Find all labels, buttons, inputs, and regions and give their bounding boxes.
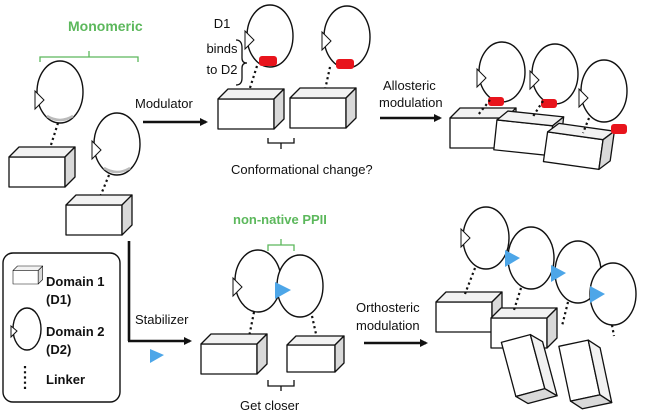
domain1-box <box>558 337 613 412</box>
domain1-box <box>200 333 268 375</box>
linker <box>531 100 544 119</box>
domain2-oval <box>531 43 579 105</box>
binding-site-red <box>336 59 354 69</box>
allosteric-label-1: Allosteric <box>383 78 436 93</box>
monomeric-brace <box>39 51 139 62</box>
linker <box>98 174 111 198</box>
domain2-oval <box>323 5 371 69</box>
modulator-label: Modulator <box>135 96 193 111</box>
linker <box>247 311 256 338</box>
stabilizer-bound-triangle <box>275 282 291 299</box>
stabilizer-bound-triangle <box>590 286 605 303</box>
orthosteric-label-1: Orthosteric <box>356 300 420 315</box>
bound-unit-2 <box>289 5 371 129</box>
get-closer-label: Get closer <box>240 398 300 413</box>
get-closer-brace <box>267 380 295 391</box>
stabilizer-triangle <box>150 349 164 363</box>
legend-domain2-label-1: Domain 2 <box>46 324 105 339</box>
linker <box>323 66 332 91</box>
allosteric-label-2: modulation <box>379 95 443 110</box>
orthosteric-label-2: modulation <box>356 318 420 333</box>
monomer-2 <box>65 112 141 236</box>
legend-domain1-label-1: Domain 1 <box>46 274 105 289</box>
monomer-1 <box>8 60 84 188</box>
linker <box>463 267 477 295</box>
linker <box>477 99 491 116</box>
binding-site-red <box>611 124 627 134</box>
linker <box>48 122 60 149</box>
domain1-box <box>289 87 357 129</box>
ppii-brace <box>267 239 295 251</box>
legend-domain1-box <box>12 265 43 285</box>
conformational-brace <box>267 138 295 149</box>
d1-binds-label-3: to D2 <box>206 62 237 77</box>
monomeric-label: Monomeric <box>68 18 143 34</box>
domain1-box <box>542 121 616 172</box>
domain1-box <box>286 335 345 373</box>
bound-unit-1 <box>217 4 294 130</box>
linker <box>560 301 570 327</box>
linker <box>247 65 259 92</box>
domain2-oval <box>234 249 282 313</box>
legend-frame <box>2 252 121 403</box>
legend-domain1-label-2: (D1) <box>46 292 71 307</box>
stabilizer-label: Stabilizer <box>135 312 189 327</box>
domain1-box <box>65 194 133 236</box>
linker <box>512 287 523 311</box>
d1-binds-label-2: binds <box>206 41 238 56</box>
domain1-box <box>217 88 285 130</box>
legend-domain2-label-2: (D2) <box>46 342 71 357</box>
non-native-ppii-label: non-native PPII <box>233 212 327 227</box>
domain2-oval <box>36 60 84 124</box>
stabilizer-bound-triangle <box>551 265 566 282</box>
d1-binds-label-1: D1 <box>214 16 231 31</box>
domain1-box <box>8 146 76 188</box>
orthosteric-chain <box>435 206 637 412</box>
legend: Domain 1 (D1) Domain 2 (D2) Linker <box>2 252 121 403</box>
legend-domain2-oval <box>12 307 42 351</box>
domain2-oval <box>580 59 628 123</box>
domain2-oval <box>478 41 526 103</box>
d1-binds-brace <box>235 39 248 86</box>
binding-site-red <box>259 56 277 66</box>
domain2-oval <box>276 254 324 318</box>
conformational-change-label: Conformational change? <box>231 162 373 177</box>
binding-site-red <box>488 97 504 106</box>
domain2-oval <box>93 112 141 176</box>
stabilized-pair <box>200 249 345 375</box>
legend-linker-label: Linker <box>46 372 85 387</box>
binding-site-red <box>541 99 557 108</box>
stabilizer-bound-triangle <box>505 250 520 267</box>
linker <box>610 324 616 337</box>
allosteric-chain <box>449 41 628 172</box>
